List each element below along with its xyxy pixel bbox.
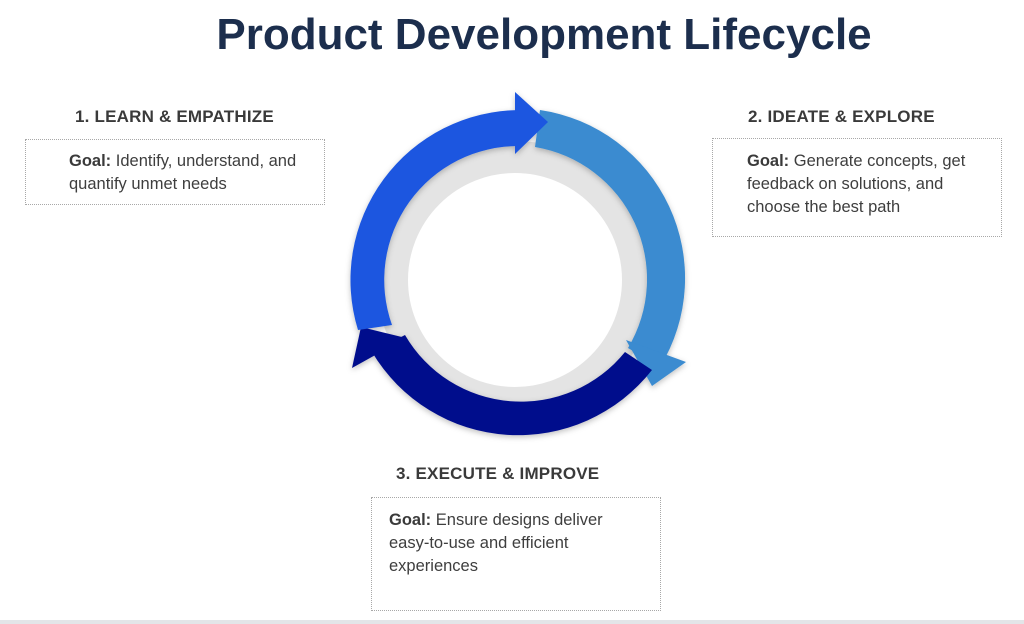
arc-ideate-explore — [535, 110, 686, 367]
goal-label: Goal: — [747, 152, 790, 170]
arc-learn-empathize — [350, 110, 520, 330]
goal-label: Goal: — [69, 152, 112, 170]
arrowhead-ideate-explore-icon — [626, 340, 686, 386]
goal-label: Goal: — [389, 511, 432, 529]
stage-heading-ideate-explore: 2. IDEATE & EXPLORE — [748, 107, 935, 126]
arrowhead-execute-improve-icon — [352, 327, 406, 368]
goal-text: Generate concepts, get feedback on solut… — [747, 152, 966, 216]
arrowhead-learn-empathize-icon — [515, 92, 548, 154]
goal-text: Identify, understand, and quantify unmet… — [69, 152, 297, 193]
goal-box-ideate-explore: Goal: Generate concepts, get feedback on… — [712, 138, 1002, 237]
stage-heading-execute-improve: 3. EXECUTE & IMPROVE — [396, 464, 600, 483]
bottom-divider — [0, 620, 1024, 624]
goal-text: Ensure designs deliver easy-to-use and e… — [389, 511, 603, 575]
goal-box-learn-empathize: Goal: Identify, understand, and quantify… — [25, 139, 325, 205]
goal-box-execute-improve: Goal: Ensure designs deliver easy-to-use… — [371, 497, 661, 611]
page-title: Product Development Lifecycle — [216, 10, 872, 59]
stage-heading-learn-empathize: 1. LEARN & EMPATHIZE — [75, 107, 274, 126]
arc-execute-improve — [372, 335, 652, 436]
